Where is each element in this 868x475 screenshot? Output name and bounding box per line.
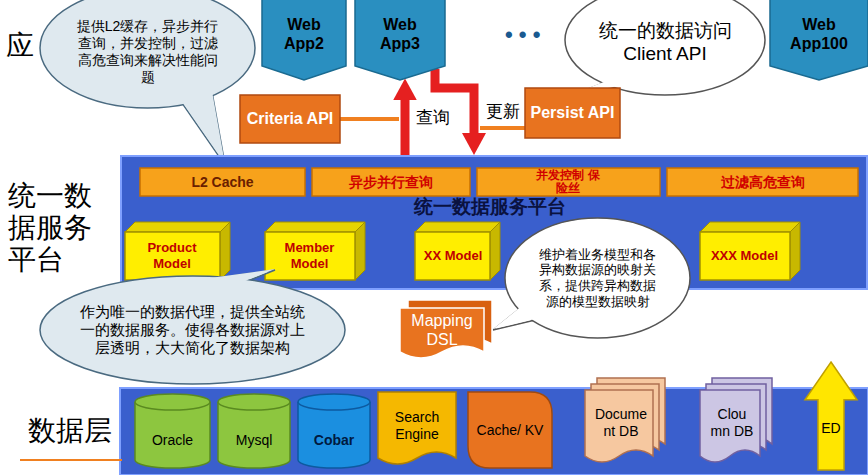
penta-node: Web App2 <box>262 0 346 80</box>
node-text: Member Model <box>269 240 350 271</box>
text-box: 异步并行查询 <box>316 171 466 193</box>
stack-node: Docume nt DB <box>585 378 665 466</box>
text-box: Oracle <box>137 420 208 460</box>
text-box: 并发控制 保险丝 <box>535 169 601 195</box>
edge-label: 查询 <box>414 106 452 129</box>
text-box: Mapping DSL <box>402 312 482 348</box>
node-text: Oracle <box>152 432 193 449</box>
penta-node: Web App100 <box>770 0 868 80</box>
text-box: XX Model <box>418 236 488 276</box>
text-box: 统一数据服务平台 <box>290 195 690 219</box>
flow-arrow <box>401 92 410 155</box>
text-box: Cache/ KV <box>474 402 546 458</box>
node-text: 维护着业务模型和各异构数据源的映射关系，提供跨异构数据源的模型数据映射 <box>537 247 658 309</box>
node-text: Product Model <box>129 240 215 271</box>
text-box: 过滤高危查询 <box>671 171 854 193</box>
text-box: 统一的数据访问 Client API <box>595 7 735 79</box>
cyl-node: Mysql <box>218 394 290 468</box>
text-box: Web App100 <box>780 8 858 60</box>
rect-node: 异步并行查询 <box>312 168 470 196</box>
text-box: Cobar <box>300 420 368 460</box>
text-box: 维护着业务模型和各异构数据源的映射关系，提供跨异构数据源的模型数据映射 <box>537 238 658 318</box>
node-text: XXX Model <box>711 248 778 264</box>
text-box: Persist API <box>529 91 616 135</box>
node-text: 异步并行查询 <box>349 174 433 191</box>
node-shape <box>135 394 210 468</box>
node-text: Docume nt DB <box>589 406 653 440</box>
text-box: Clou mn DB <box>706 394 758 452</box>
data-layer-band <box>120 388 868 475</box>
node-text: Search Engine <box>381 409 453 443</box>
node-text: Mapping DSL <box>402 311 482 349</box>
text-box: Web App2 <box>279 8 329 60</box>
text-box: 提供L2缓存，异步并行查询，并发控制，过滤高危查询来解决性能问题 <box>75 10 220 94</box>
node-text: Cache/ KV <box>477 422 544 439</box>
rect-node: Criteria API <box>240 95 340 143</box>
node-text: XX Model <box>424 248 483 264</box>
penta-node: Web App3 <box>355 0 445 80</box>
text-box: Docume nt DB <box>589 394 653 452</box>
text-box: L2 Cache <box>144 171 301 193</box>
node-text: Web App100 <box>780 15 858 53</box>
node-text: 过滤高危查询 <box>721 174 805 191</box>
layer-label: 应 <box>6 30 36 62</box>
node-shape <box>805 362 857 470</box>
edge-label: 更新 <box>484 100 522 123</box>
node-text: 作为唯一的数据代理，提供全站统一的数据服务。使得各数据源对上层透明，大大简化了数… <box>80 303 305 357</box>
callout-node: 作为唯一的数据代理，提供全站统一的数据服务。使得各数据源对上层透明，大大简化了数… <box>40 276 345 384</box>
text-box: Product Model <box>129 236 215 276</box>
layer-label: 统一数据服务平台 <box>8 180 98 277</box>
api-link <box>340 117 399 121</box>
cyl-node: Oracle <box>135 394 210 468</box>
node-shape <box>298 394 370 468</box>
node-text: 提供L2缓存，异步并行查询，并发控制，过滤高危查询来解决性能问题 <box>75 18 220 85</box>
cube-node: XXX Model <box>700 222 800 280</box>
text-box: ED <box>817 416 845 440</box>
rect-node: 并发控制 保险丝 <box>477 168 660 196</box>
stack-node: Clou mn DB <box>700 378 772 466</box>
text-box: Member Model <box>269 236 350 276</box>
node-text: 统一的数据访问 Client API <box>595 20 735 66</box>
node-text: Cobar <box>314 432 354 449</box>
cube-node: Member Model <box>265 222 365 280</box>
text-box: Criteria API <box>244 98 336 140</box>
cube-node: XX Model <box>415 222 500 280</box>
text-box: Mysql <box>220 420 288 460</box>
callout-node: 提供L2缓存，异步并行查询，并发控制，过滤高危查询来解决性能问题 <box>40 0 255 108</box>
text-box: 作为唯一的数据代理，提供全站统一的数据服务。使得各数据源对上层透明，大大简化了数… <box>80 290 305 370</box>
node-text: Persist API <box>531 103 615 122</box>
node-text: Web App2 <box>279 15 329 53</box>
doc-node: Search Engine <box>378 392 456 468</box>
node-text: 并发控制 保险丝 <box>535 169 601 194</box>
node-shape <box>218 394 290 468</box>
stackdoc-node: Mapping DSL <box>400 300 492 362</box>
kv-node: Cache/ KV <box>468 392 552 468</box>
node-text: ED <box>821 420 840 437</box>
callout-node: 统一的数据访问 Client API <box>565 0 765 95</box>
api-link <box>480 126 525 130</box>
layer-underline <box>20 459 122 461</box>
band-node: 统一数据服务平台 L2 Cache 异步并行查询 并发控制 保险丝 过滤高危查询 Prod… <box>120 155 868 290</box>
node-text: Clou mn DB <box>706 406 758 440</box>
node-text: 统一数据服务平台 <box>414 196 566 219</box>
cyl-node: Cobar <box>298 394 370 468</box>
node-text: Mysql <box>236 432 273 449</box>
rect-node: L2 Cache <box>140 168 305 196</box>
layer-label: 数据层 <box>28 415 118 447</box>
text-box: XXX Model <box>704 236 785 276</box>
rect-node: 过滤高危查询 <box>667 168 858 196</box>
callout-node: 维护着业务模型和各异构数据源的映射关系，提供跨异构数据源的模型数据映射 <box>505 218 690 338</box>
node-text: L2 Cache <box>191 174 253 191</box>
cube-node: Product Model <box>125 222 230 280</box>
text-box: Search Engine <box>381 400 453 452</box>
rect-node: Persist API <box>525 88 620 138</box>
text-box: Web App3 <box>375 8 425 60</box>
node-text: Criteria API <box>247 109 334 128</box>
uparrow-node: ED <box>805 362 857 470</box>
node-text: Web App3 <box>375 15 425 53</box>
layer-label: • • • <box>505 22 565 47</box>
